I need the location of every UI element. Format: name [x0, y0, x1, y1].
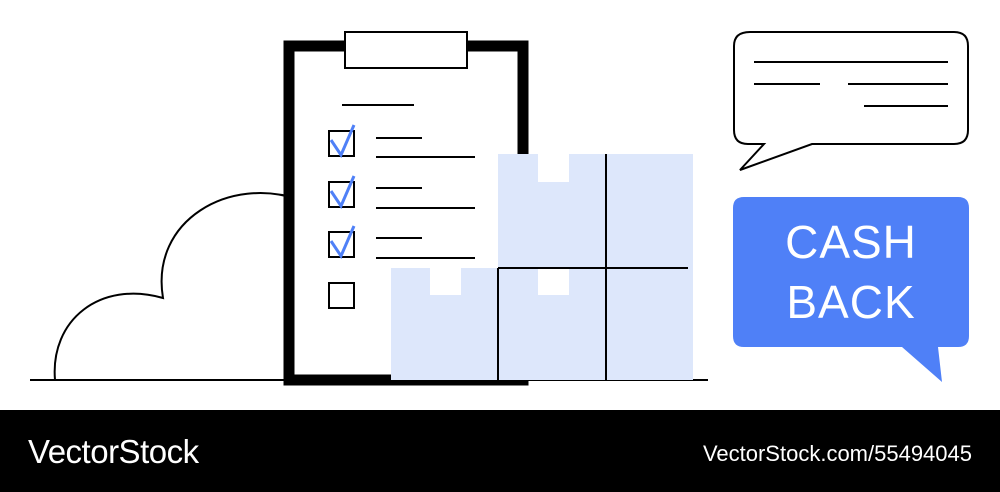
box-stack	[391, 154, 693, 380]
box-tape	[538, 154, 569, 182]
image-id-text: VectorStock.com/55494045	[702, 441, 972, 466]
cashback-bubble	[733, 197, 969, 382]
box-tape	[430, 268, 461, 295]
checklist-item-3	[328, 225, 475, 260]
cashback-text-line-2: BACK	[786, 276, 916, 328]
cashback-text-line-1: CASH	[785, 216, 917, 268]
speech-bubble-outline	[733, 31, 969, 171]
checkmark-icon	[329, 225, 356, 260]
footer-bar: VectorStock VectorStock.com/55494045	[0, 410, 1000, 492]
checkmark-icon	[329, 124, 356, 159]
checkbox	[328, 282, 355, 309]
box-bottom-right	[498, 268, 693, 380]
cashback-illustration	[30, 31, 969, 386]
brand-logo-text: VectorStock	[28, 433, 199, 470]
speech-bubble	[733, 31, 969, 171]
box-top	[498, 154, 693, 268]
cloud-outline	[53, 192, 301, 381]
box-tape	[538, 268, 569, 295]
checklist-item-1	[328, 124, 475, 159]
checklist-item-4	[328, 282, 355, 309]
checklist-item-2	[328, 175, 475, 210]
clipboard-clip	[344, 31, 468, 69]
checkmark-icon	[329, 175, 356, 210]
